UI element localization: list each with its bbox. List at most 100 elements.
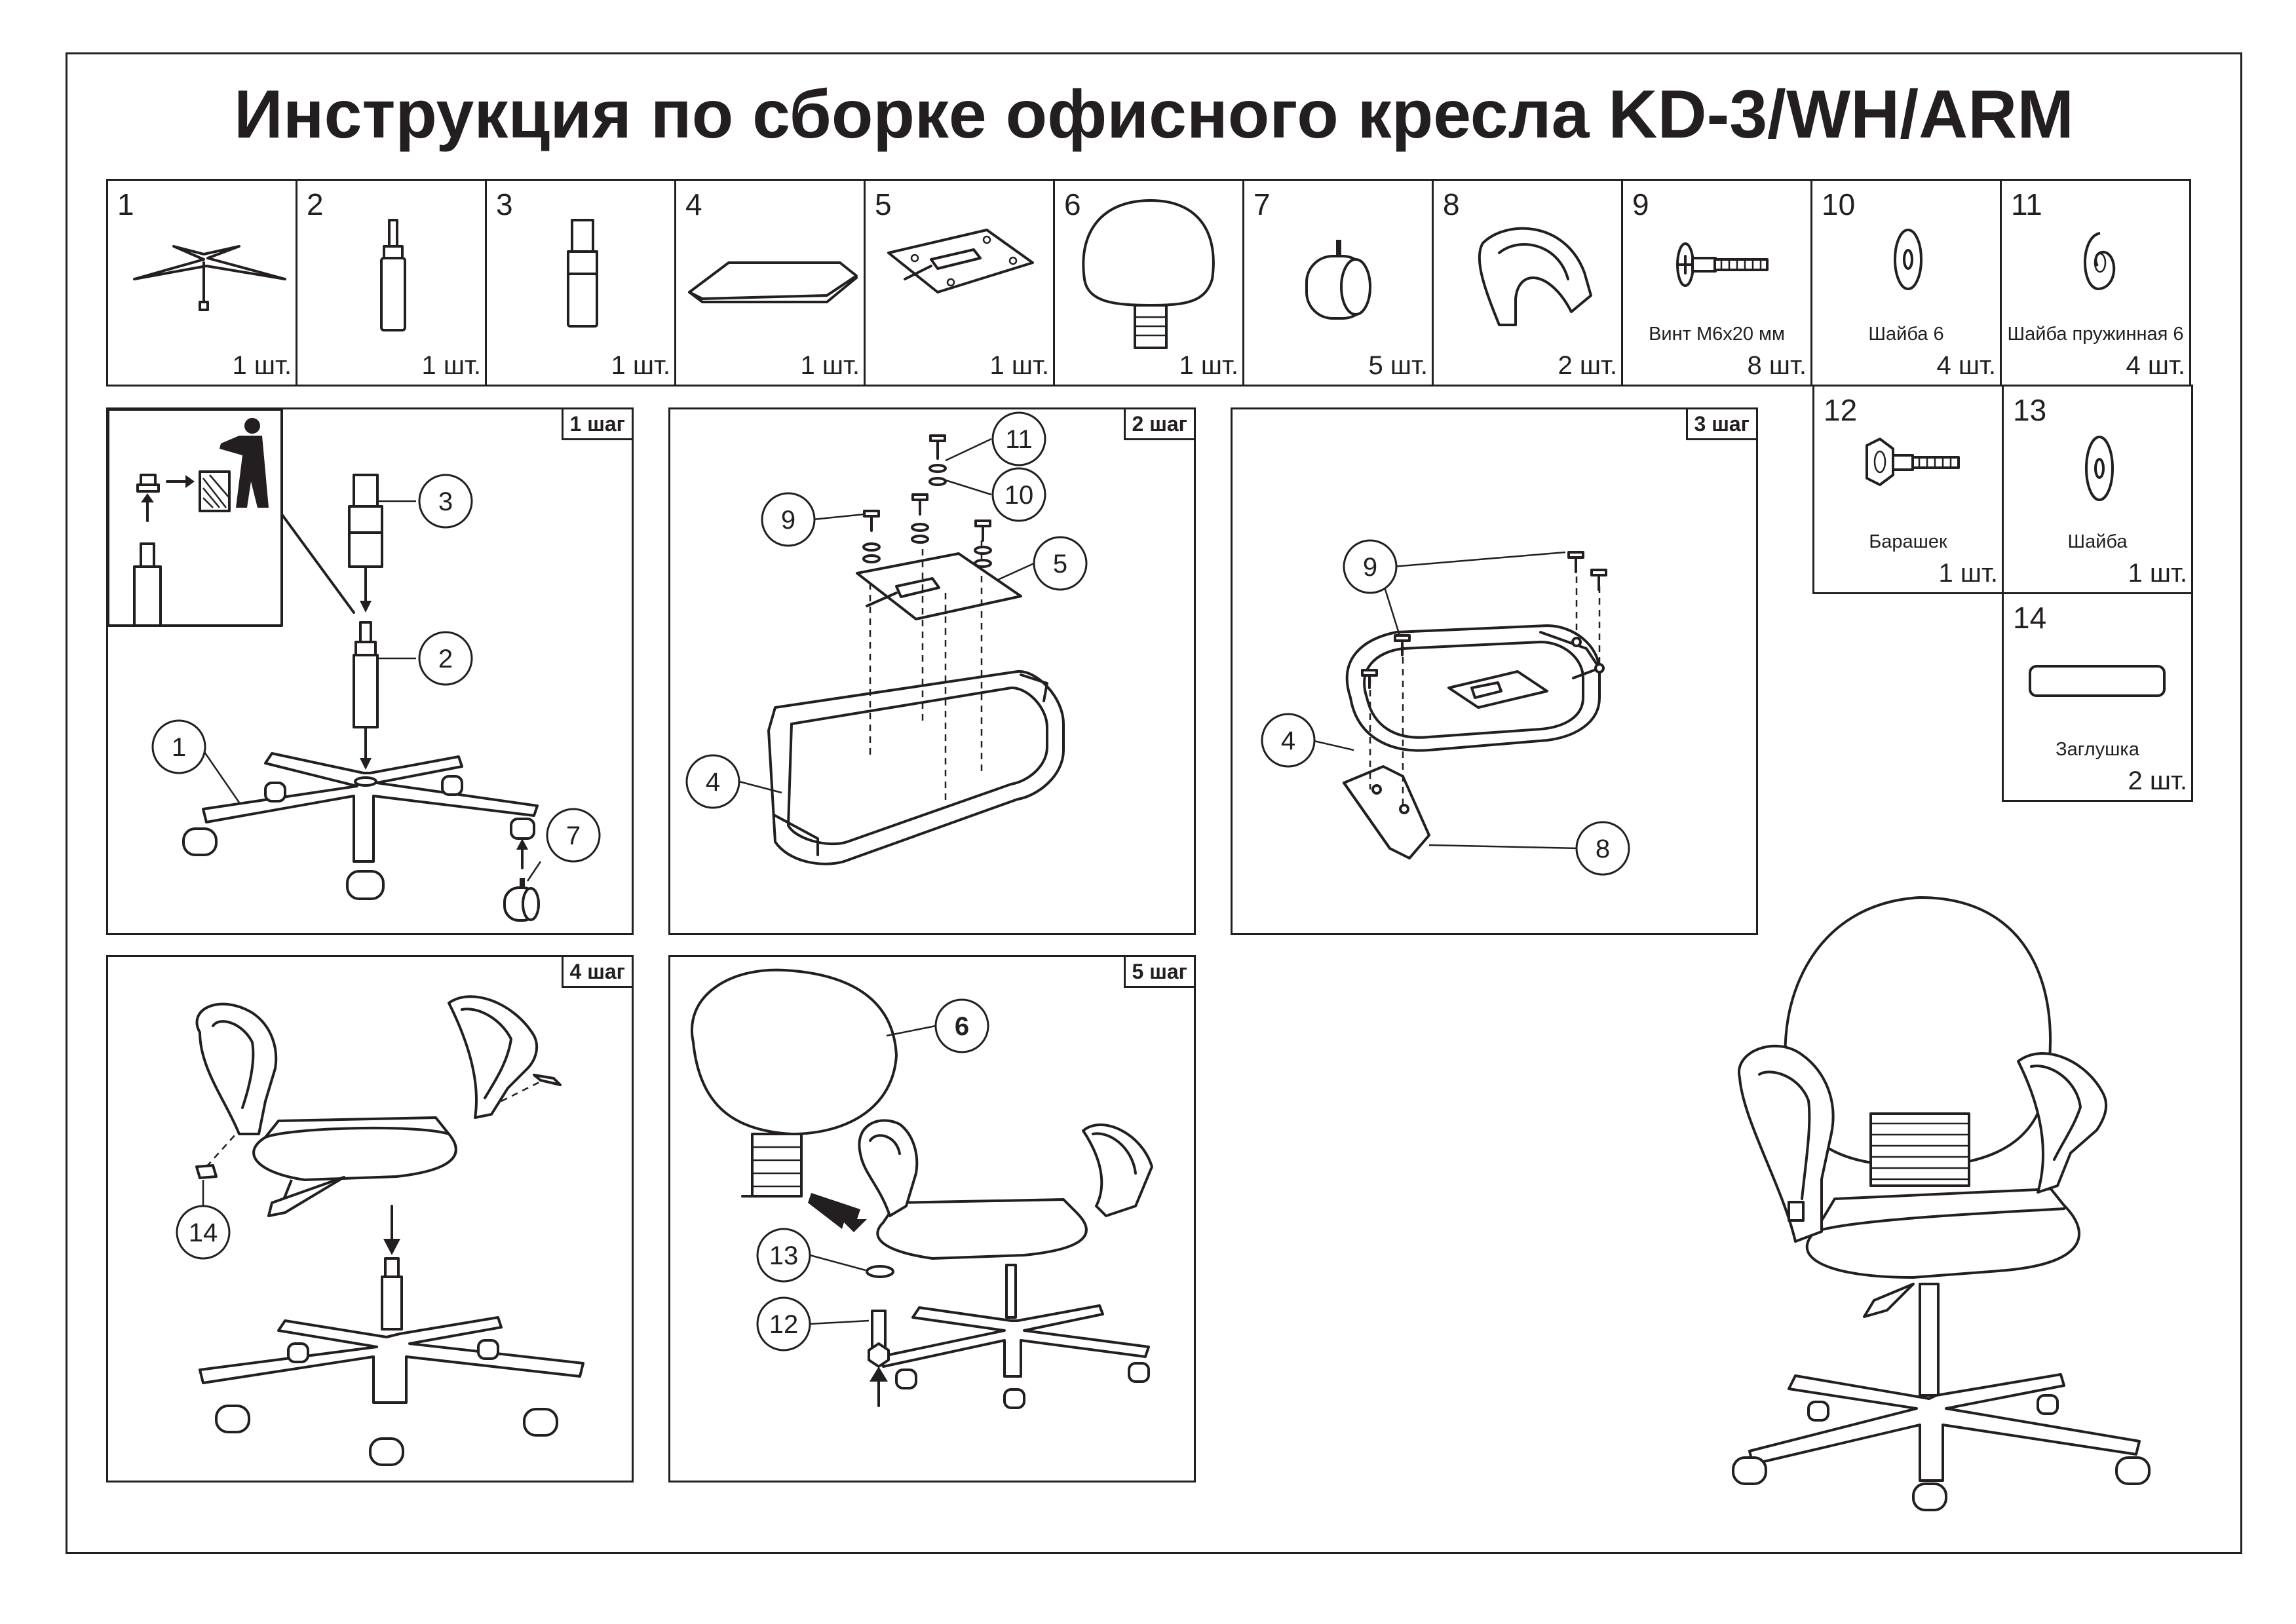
part-number: 3 [496, 187, 513, 221]
part-cell-5: 5 1 шт. [864, 179, 1055, 387]
parts-table: 1 1 шт. 2 1 шт. 3 1 шт. 4 1 шт. [106, 179, 2191, 387]
part-cell-9: 9 Винт М6х20 мм 8 шт. [1621, 179, 1812, 387]
part-number: 1 [117, 187, 134, 221]
callout-9: 9 [1363, 553, 1377, 582]
part-qty: 1 шт. [232, 351, 292, 380]
callout-6: 6 [955, 1012, 969, 1041]
part-qty: 4 шт. [1936, 351, 1996, 380]
part-number: 8 [1443, 187, 1460, 221]
callout-8: 8 [1596, 835, 1610, 863]
screw-icon [1361, 551, 1607, 689]
part-number: 11 [2011, 187, 2042, 221]
part-qty: 4 шт. [2126, 351, 2185, 380]
part-name: Заглушка [2056, 739, 2139, 760]
part-qty: 5 шт. [1368, 351, 1428, 380]
callout-3: 3 [438, 487, 453, 516]
gas-lift-icon [380, 219, 406, 331]
part-cell-4: 4 1 шт. [674, 179, 866, 387]
part-number: 12 [1824, 393, 1858, 427]
person-icon [244, 418, 260, 434]
callout-2: 2 [438, 645, 453, 673]
part-cell-3: 3 1 шт. [485, 179, 676, 387]
part-name: Шайба пружинная 6 [2007, 324, 2184, 345]
callout-14: 14 [189, 1218, 218, 1247]
part-qty: 2 шт. [1558, 351, 1617, 380]
step-2-panel: 11 10 9 5 4 2 шаг [668, 407, 1196, 935]
part-cell-12: 12 Барашек 1 шт. [1812, 385, 2004, 594]
part-number: 2 [307, 187, 324, 221]
part-qty: 2 шт. [2128, 766, 2187, 795]
part-number: 5 [875, 187, 892, 221]
callout-5: 5 [1053, 550, 1067, 578]
callout-4: 4 [706, 768, 720, 797]
part-name: Винт М6х20 мм [1649, 324, 1785, 345]
parts-table-row-3: 14 Заглушка 2 шт. [2002, 592, 2193, 802]
step-4-panel: 14 4 шаг [106, 955, 634, 1482]
part-number: 9 [1632, 187, 1649, 221]
part-cell-7: 7 5 шт. [1242, 179, 1434, 387]
part-cell-10: 10 Шайба 6 4 шт. [1810, 179, 2002, 387]
part-name: Шайба [2067, 531, 2128, 552]
assembled-chair-illustration [1732, 896, 2151, 1511]
knob-bolt-icon [871, 1310, 887, 1348]
part-number: 4 [685, 187, 702, 221]
parts-table-row-2: 12 Барашек 1 шт. 13 Шайба 1 шт. [1812, 385, 2193, 594]
part-number: 14 [2013, 601, 2047, 635]
part-number: 13 [2013, 393, 2047, 427]
step-1-panel: 3 2 1 7 1 шаг [106, 407, 634, 935]
step-3-panel: 9 4 8 3 шаг [1231, 407, 1758, 935]
part-qty: 1 шт. [1938, 559, 1998, 588]
step-3-diagram: 9 4 8 [1261, 539, 1630, 876]
seat-icon [688, 261, 858, 303]
part-qty: 1 шт. [800, 351, 860, 380]
callout-4: 4 [1281, 727, 1295, 755]
armrest-icon [1478, 227, 1592, 326]
spring-washer-icon [2084, 232, 2116, 290]
part-cell-11: 11 Шайба пружинная 6 4 шт. [2000, 179, 2191, 387]
knob-bolt-icon [1866, 438, 1960, 486]
callout-10: 10 [1004, 481, 1034, 510]
page-title: Инструкция по сборке офисного кресла KD-… [234, 77, 2074, 153]
part-qty: 8 шт. [1747, 351, 1807, 380]
callout-12: 12 [769, 1310, 799, 1339]
part-qty: 1 шт. [1179, 351, 1238, 380]
part-qty: 1 шт. [611, 351, 670, 380]
part-cell-8: 8 2 шт. [1432, 179, 1623, 387]
part-cell-1: 1 1 шт. [106, 179, 297, 387]
part-name: Шайба 6 [1868, 324, 1944, 345]
page-frame [66, 52, 2242, 1554]
part-name: Барашек [1869, 531, 1947, 552]
part-cell-14: 14 Заглушка 2 шт. [2002, 592, 2193, 802]
washer-icon [2085, 436, 2114, 501]
callout-9: 9 [781, 506, 795, 535]
part-qty: 1 шт. [989, 351, 1049, 380]
step-3-label: 3 шаг [1685, 409, 1756, 440]
washer-icon [866, 1265, 894, 1278]
step-5-label: 5 шаг [1123, 957, 1194, 988]
step-1-diagram: 3 2 1 7 [108, 409, 601, 922]
step-2-label: 2 шаг [1123, 409, 1194, 440]
backrest-icon [1082, 199, 1215, 349]
part-qty: 1 шт. [421, 351, 481, 380]
callout-11: 11 [1005, 425, 1033, 454]
mechanism-plate-icon [887, 229, 1034, 293]
part-number: 7 [1253, 187, 1271, 221]
part-cell-6: 6 1 шт. [1053, 179, 1244, 387]
part-cell-2: 2 1 шт. [296, 179, 487, 387]
step-4-diagram: 14 [176, 995, 584, 1466]
step-5-panel: 6 13 12 5 шаг [668, 955, 1196, 1482]
part-number: 6 [1064, 187, 1081, 221]
part-qty: 1 шт. [2128, 559, 2187, 588]
step-1-label: 1 шаг [561, 409, 632, 440]
callout-7: 7 [566, 821, 581, 850]
part-cell-13: 13 Шайба 1 шт. [2002, 385, 2193, 594]
washer-icon [1894, 229, 1923, 290]
plug-icon [2029, 665, 2166, 697]
part-number: 10 [1822, 187, 1856, 221]
step-4-label: 4 шаг [561, 957, 632, 988]
step-2-diagram: 11 10 9 5 4 [685, 411, 1088, 865]
gas-lift-cover-icon [567, 219, 598, 328]
star-base-icon [133, 245, 286, 311]
screw-icon [863, 434, 991, 542]
callout-1: 1 [172, 733, 186, 762]
